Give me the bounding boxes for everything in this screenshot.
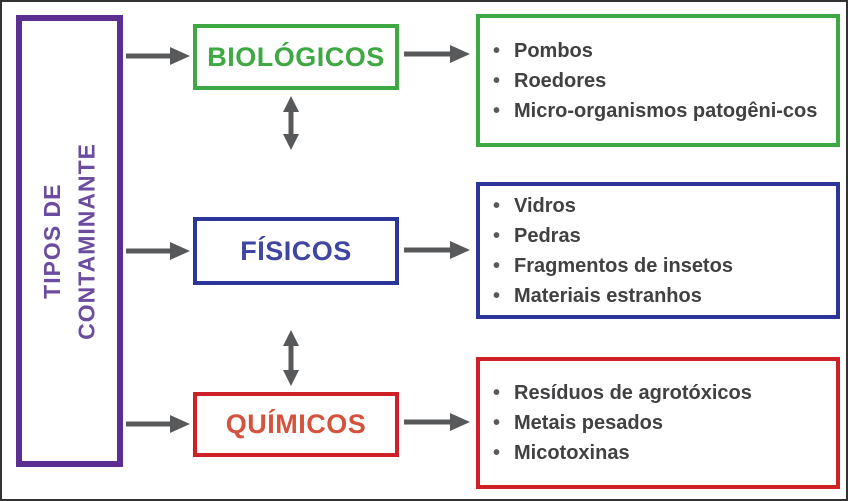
arrow-right-icon: [404, 45, 470, 63]
list-item: Micotoxinas: [480, 438, 836, 468]
list-item: Resíduos de agrotóxicos: [480, 378, 836, 408]
arrow-right-icon: [126, 415, 190, 433]
examples-list-biologicos: PombosRoedoresMicro-organismos patogêni-…: [480, 36, 836, 126]
list-item: Materiais estranhos: [480, 281, 836, 311]
list-item: Micro-organismos patogêni-cos: [480, 96, 836, 126]
examples-box-quimicos: Resíduos de agrotóxicosMetais pesadosMic…: [476, 357, 840, 489]
arrow-right-icon: [404, 241, 470, 259]
examples-box-biologicos: PombosRoedoresMicro-organismos patogêni-…: [476, 14, 840, 147]
category-label-fisicos: FÍSICOS: [240, 235, 352, 266]
arrow-right-icon: [126, 47, 190, 65]
list-item: Pedras: [480, 221, 836, 251]
category-box-quimicos: QUÍMICOS: [193, 392, 399, 457]
list-item: Fragmentos de insetos: [480, 251, 836, 281]
double-arrow-vertical-icon: [280, 96, 302, 150]
root-box-tipos-de-contaminante: TIPOS DE CONTAMINANTE: [16, 15, 123, 467]
list-item: Metais pesados: [480, 408, 836, 438]
category-box-fisicos: FÍSICOS: [193, 217, 399, 285]
list-item: Roedores: [480, 66, 836, 96]
list-item: Vidros: [480, 191, 836, 221]
examples-box-fisicos: VidrosPedrasFragmentos de insetosMateria…: [476, 182, 840, 319]
category-label-quimicos: QUÍMICOS: [225, 409, 367, 439]
category-box-biologicos: BIOLÓGICOS: [193, 24, 399, 90]
examples-list-fisicos: VidrosPedrasFragmentos de insetosMateria…: [480, 191, 836, 311]
examples-list-quimicos: Resíduos de agrotóxicosMetais pesadosMic…: [480, 378, 836, 468]
root-title: TIPOS DE CONTAMINANTE: [39, 142, 100, 340]
double-arrow-vertical-icon: [280, 330, 302, 386]
list-item: Pombos: [480, 36, 836, 66]
arrow-right-icon: [126, 242, 190, 260]
arrow-right-icon: [404, 413, 470, 431]
category-label-biologicos: BIOLÓGICOS: [207, 41, 385, 72]
